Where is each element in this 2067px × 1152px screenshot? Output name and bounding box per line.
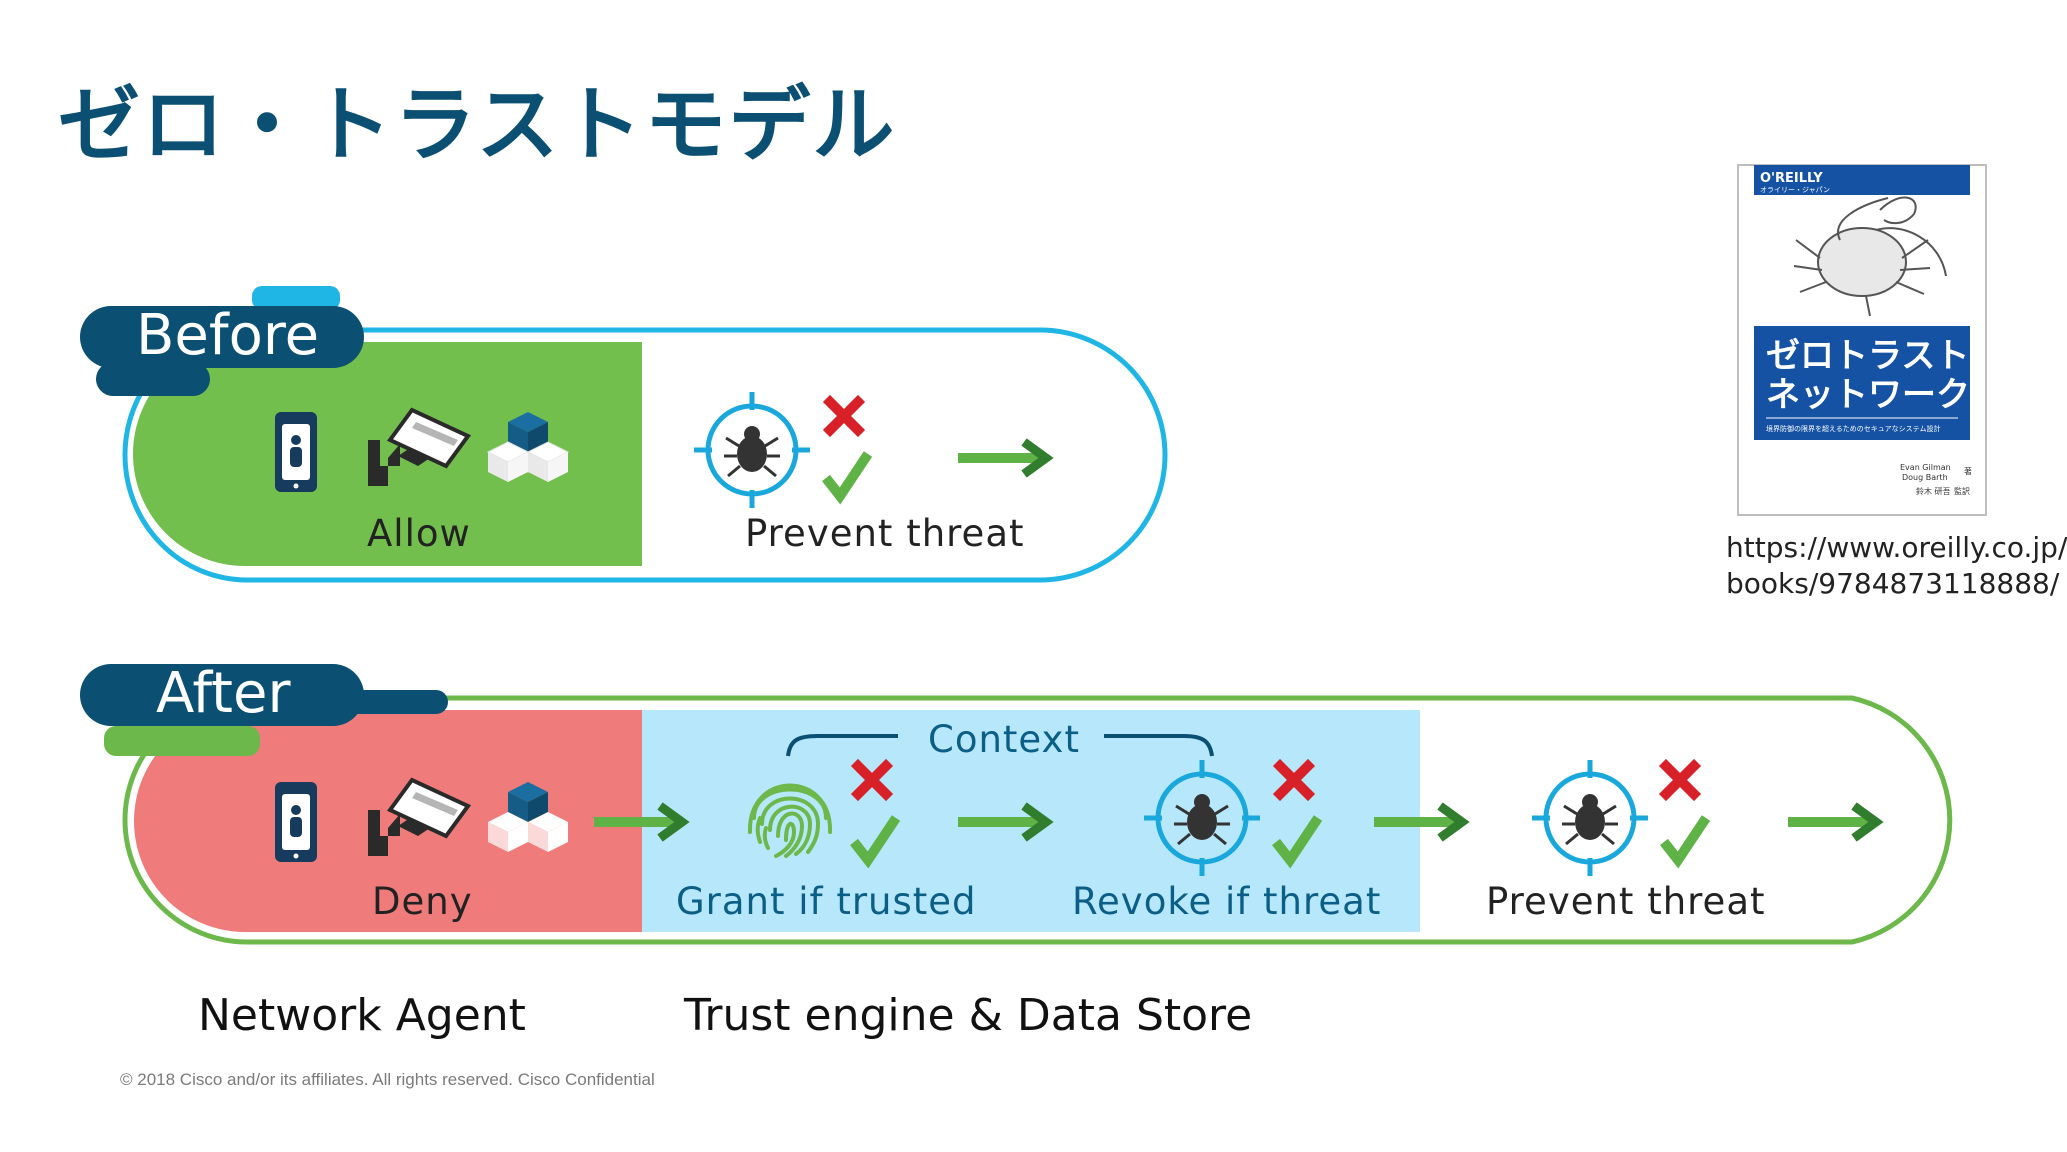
book-url[interactable]: https://www.oreilly.co.jp/ books/9784873… (1726, 530, 2067, 602)
after-row (80, 664, 1953, 945)
publisher-band (1754, 165, 1970, 195)
before-tab-foot (96, 362, 210, 396)
book-title-band (1754, 326, 1970, 440)
book-url-line2[interactable]: books/9784873118888/ (1726, 567, 2060, 600)
book-author2: Doug Barth (1902, 473, 1948, 482)
before-row (80, 286, 1168, 583)
book-title-line1: ゼロトラスト (1766, 336, 1969, 376)
deny-label: Deny (372, 880, 473, 923)
page-title: ゼロ・トラストモデル (58, 78, 897, 173)
after-prevent-label: Prevent threat (1486, 880, 1766, 923)
book-url-line1[interactable]: https://www.oreilly.co.jp/ (1726, 531, 2067, 564)
allow-label: Allow (367, 512, 471, 555)
after-tab (80, 664, 364, 726)
trust-engine-label: Trust engine & Data Store (684, 990, 1253, 1041)
book-author1: Evan Gilman (1900, 463, 1951, 472)
network-agent-label: Network Agent (198, 990, 526, 1041)
book-title-line2: ネットワーク (1766, 375, 1970, 415)
before-prevent-label: Prevent threat (745, 512, 1025, 555)
after-tab-accent-green (104, 726, 260, 756)
book-author-suffix: 著 (1964, 466, 1972, 476)
copyright-footer: © 2018 Cisco and/or its affiliates. All … (120, 1070, 655, 1089)
context-bracket-left (786, 734, 898, 757)
before-tab-label: Before (136, 303, 320, 368)
book-cover: O'REILLY オライリー・ジャパン ゼロトラスト ネットワーク 境界防御の限… (1737, 164, 1987, 516)
book-publisher: O'REILLY (1760, 171, 1823, 186)
book-translator: 鈴木 研吾 (1916, 486, 1951, 496)
book-translator-suffix: 監訳 (1954, 486, 1970, 496)
lobster-illustration (1793, 196, 1947, 317)
phone-icon (275, 782, 317, 862)
allow-zone (133, 342, 642, 566)
book-subtitle: 境界防御の限界を超えるためのセキュアなシステム設計 (1766, 424, 1940, 433)
before-tab (80, 306, 364, 368)
book-publisher-jp: オライリー・ジャパン (1760, 186, 1830, 194)
before-tab-accent-cyan (252, 286, 340, 310)
revoke-label: Revoke if threat (1072, 880, 1382, 923)
context-bracket-right (1104, 734, 1214, 757)
phone-icon (275, 412, 317, 492)
grant-label: Grant if trusted (676, 880, 977, 923)
after-tab-label: After (156, 661, 291, 726)
context-label: Context (928, 718, 1080, 761)
deny-zone (134, 710, 642, 932)
